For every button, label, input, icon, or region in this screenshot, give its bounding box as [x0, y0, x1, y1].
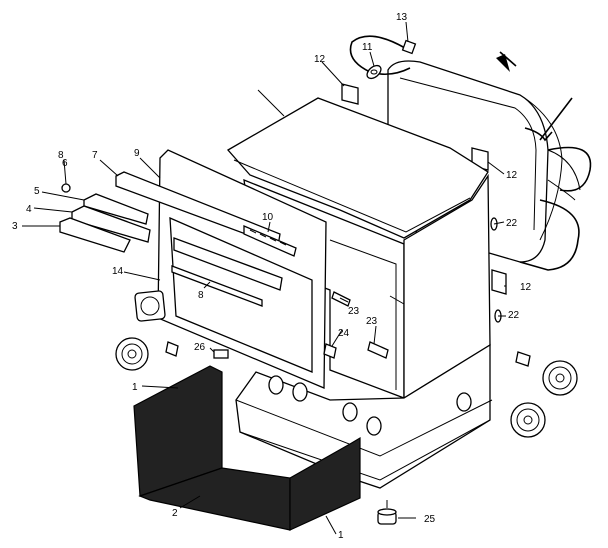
direction-arrow-icon: [496, 51, 517, 72]
callout-5: 5: [34, 186, 40, 197]
callout-1: 1: [338, 530, 344, 541]
callout-14: 14: [112, 266, 124, 277]
control-board: [243, 225, 297, 257]
degaussing-coil: [349, 35, 592, 271]
callout-4: 4: [26, 204, 32, 215]
nut-part: [401, 39, 417, 55]
callout-12: 12: [506, 170, 518, 181]
callout-11: 11: [362, 42, 373, 53]
callout-9: 9: [134, 148, 140, 159]
knob-part: [61, 183, 71, 193]
callout-23: 23: [366, 316, 378, 327]
callout-13: 13: [396, 12, 408, 23]
callout-12: 12: [520, 282, 532, 293]
callout-labels: 13 11 12 12 12 10 9 8 8 7 6 5 4 3 14 22 …: [12, 12, 532, 541]
callout-25: 25: [424, 514, 436, 525]
leader-lines: [22, 21, 506, 535]
speaker-grille: [133, 365, 361, 531]
callout-1: 1: [132, 382, 138, 393]
callout-2: 2: [172, 508, 178, 519]
callout-6: 6: [62, 158, 68, 169]
callout-7: 7: [92, 150, 98, 161]
speaker-part: [115, 290, 166, 371]
control-panel-strips: [59, 171, 283, 291]
callout-22: 22: [508, 310, 520, 321]
foot-part: [377, 500, 397, 525]
callout-24: 24: [338, 328, 350, 339]
callout-12: 12: [314, 54, 326, 65]
clip-part: [213, 349, 229, 359]
callout-10: 10: [262, 212, 274, 223]
mounting-bracket: [341, 83, 507, 295]
callout-8: 8: [58, 150, 64, 161]
speaker-part: [510, 360, 578, 438]
callout-26: 26: [194, 342, 206, 353]
callout-22: 22: [506, 218, 518, 229]
shelf-bar: [171, 265, 263, 307]
washer-part: [366, 64, 382, 80]
callout-8: 8: [198, 290, 204, 301]
callout-3: 3: [12, 221, 18, 232]
callout-23: 23: [348, 306, 360, 317]
